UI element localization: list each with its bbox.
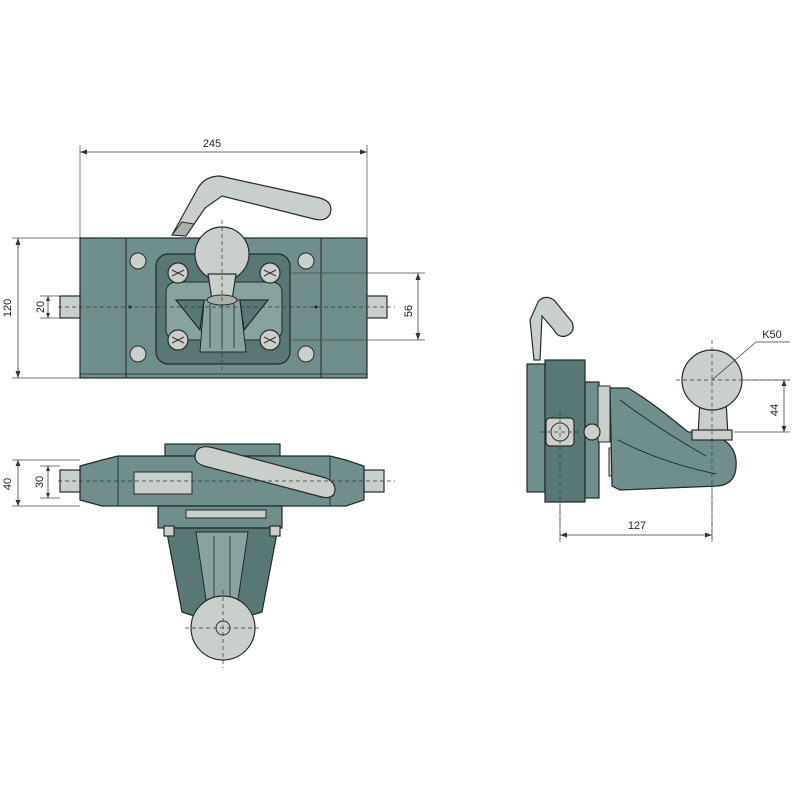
- dim-ball-height: 44: [769, 404, 781, 416]
- dim-side-height-inner: 30: [34, 476, 46, 488]
- dim-overall-width: 245: [203, 138, 221, 150]
- top-view: 245: [2, 138, 425, 379]
- dim-ball-projection: 127: [628, 520, 646, 532]
- bolt-icon: [167, 262, 281, 351]
- dim-bolt-span: 56: [403, 305, 415, 317]
- dim-ball-size: K50: [762, 329, 782, 341]
- dim-side-height-outer: 40: [2, 478, 14, 490]
- front-view: 40 30: [2, 443, 395, 668]
- side-view: K50 44 127: [526, 296, 790, 542]
- dim-pin-offset: 20: [35, 301, 47, 313]
- dim-overall-height: 120: [2, 299, 14, 317]
